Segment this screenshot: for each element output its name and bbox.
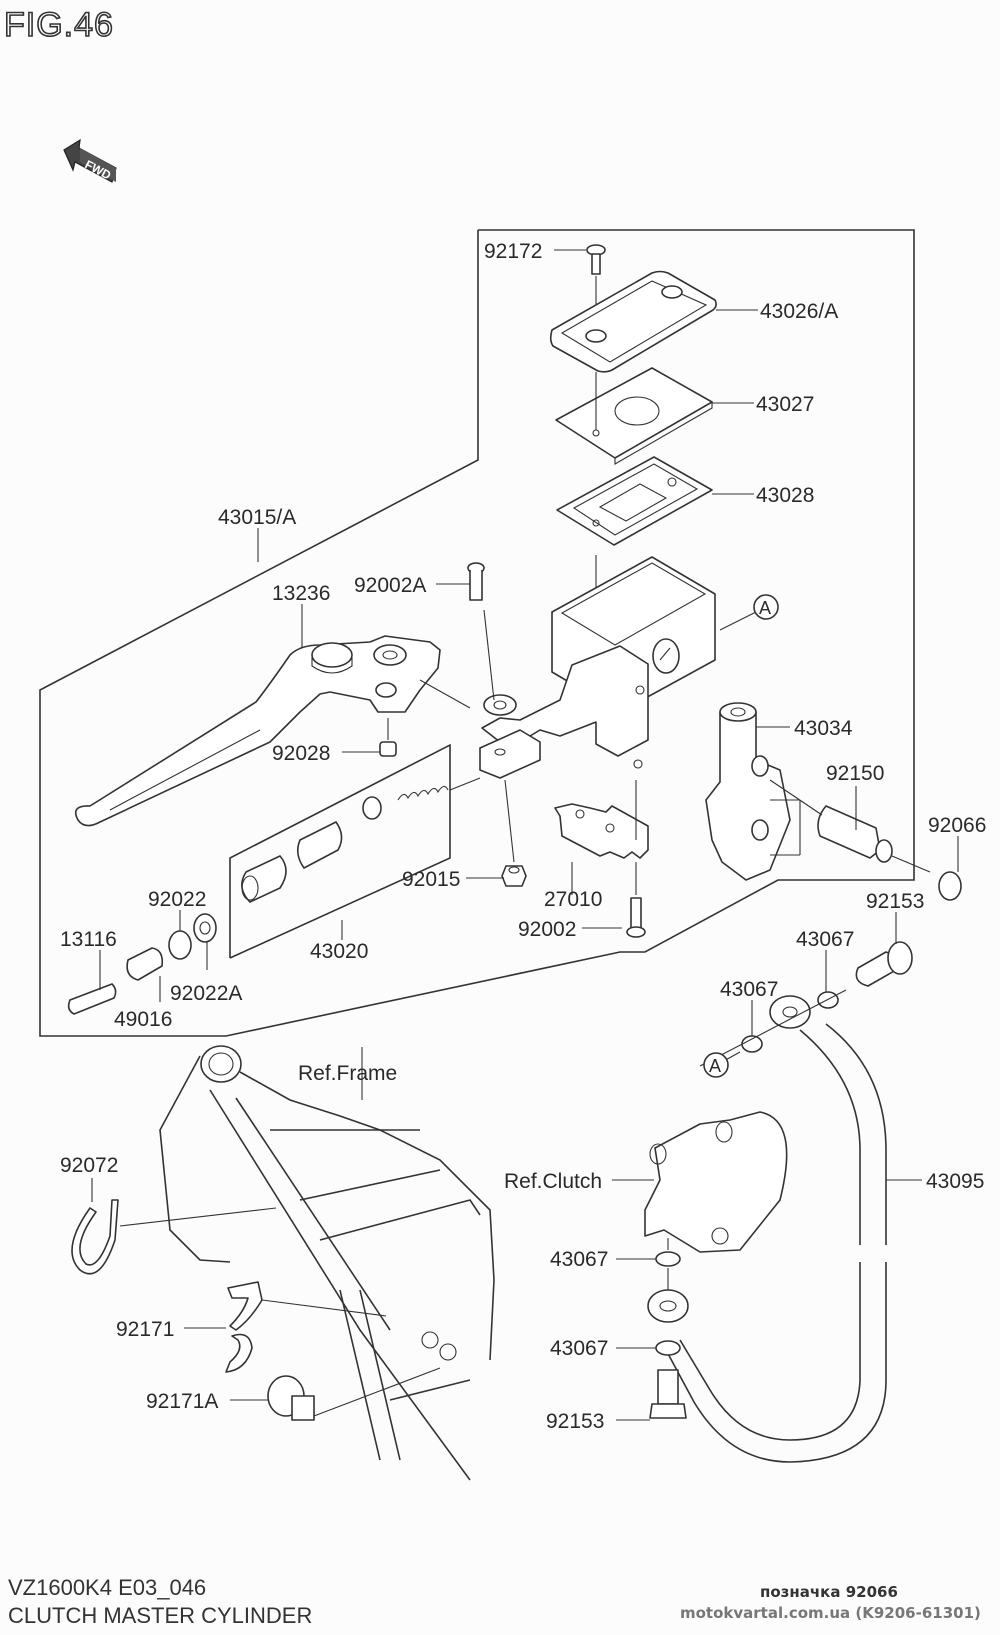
callout-ref-frame: Ref.Frame: [298, 1062, 397, 1085]
callout-92015: 92015: [402, 868, 460, 891]
callout-43067-b: 43067: [720, 978, 778, 1001]
hose-banjo-top: [769, 995, 811, 1029]
pin-92028: [379, 718, 397, 757]
model-code: VZ1600K4 E03_046: [8, 1575, 207, 1600]
clutch-slave-cylinder: [644, 1111, 788, 1253]
callout-92002A: 92002A: [354, 574, 426, 597]
washer-43067-c: [655, 1251, 681, 1267]
callout-43027: 43027: [756, 393, 814, 416]
pivot-bolt-92002A: [467, 562, 495, 701]
kit-outline-43020: [229, 743, 451, 959]
clamp-92072: [71, 1199, 119, 1275]
callout-43028: 43028: [756, 484, 814, 507]
reservoir-cover-43026A: [549, 270, 717, 373]
hose-banjo-bottom: [647, 1289, 689, 1323]
assembly-outline-43015A: [39, 229, 915, 1037]
frame-reference: [159, 1045, 495, 1481]
callout-49016: 49016: [114, 1008, 172, 1031]
callout-92072: 92072: [60, 1154, 118, 1177]
callout-43067-a: 43067: [796, 928, 854, 951]
callout-43067-d: 43067: [550, 1337, 608, 1360]
clamp-holder-43034: [705, 702, 801, 881]
clamp-92171A: [267, 1367, 441, 1421]
callout-13236: 13236: [272, 582, 330, 605]
callout-43020: 43020: [310, 940, 368, 963]
piston-kit-43020: [241, 777, 481, 903]
clutch-switch-27010: [554, 780, 649, 895]
callout-43067-c: 43067: [550, 1248, 608, 1271]
washer-43067-a: [817, 991, 839, 1009]
diaphragm-plate-43027: [555, 367, 713, 465]
clamp-92171: [225, 1281, 387, 1373]
retaining-ring-92022: [168, 930, 192, 960]
banjo-bolt-92153-top: [855, 941, 913, 987]
callout-43034: 43034: [794, 717, 853, 740]
callout-43095: 43095: [926, 1170, 984, 1193]
cap-92066: [938, 871, 962, 901]
screw-92002: [626, 897, 646, 938]
callout-92153-top: 92153: [866, 890, 924, 913]
banjo-bolt-92153-bottom: [649, 1268, 687, 1419]
callout-92028: 92028: [272, 742, 330, 765]
reference-marker-a-top: A: [753, 594, 779, 620]
callout-92172: 92172: [484, 240, 542, 263]
clutch-lever-13236: [74, 635, 471, 827]
washer-92022A: [193, 913, 217, 943]
callout-43015A: 43015/A: [218, 506, 296, 529]
push-rod-13116: [67, 983, 117, 1015]
callout-ref-clutch: Ref.Clutch: [504, 1170, 602, 1193]
clamp-bolt-92150: [769, 779, 931, 873]
callout-92150: 92150: [826, 762, 884, 785]
callout-27010: 27010: [544, 888, 602, 911]
reference-marker-a-bottom: A: [703, 1052, 729, 1078]
callout-92002: 92002: [518, 918, 576, 941]
callout-92171: 92171: [116, 1318, 174, 1341]
master-cylinder-body: [479, 556, 716, 779]
section-name: CLUTCH MASTER CYLINDER: [8, 1603, 313, 1628]
clutch-hose-43095: [665, 1023, 887, 1463]
figure-title: FIG.46: [4, 6, 114, 44]
callout-92022: 92022: [148, 888, 206, 911]
forward-arrow-icon: FWD: [63, 138, 117, 183]
watermark-site: motokvartal.com.ua (K9206-61301): [680, 1604, 981, 1622]
washer-43067-d: [655, 1340, 681, 1356]
nut-92015: [501, 779, 527, 887]
callout-92153-bottom: 92153: [546, 1410, 604, 1433]
leader-lines: [91, 249, 959, 1421]
callout-43026A: 43026/A: [760, 300, 838, 323]
callout-92066: 92066: [928, 814, 986, 837]
callout-92022A: 92022A: [170, 982, 242, 1005]
callout-13116: 13116: [60, 928, 117, 951]
boot-49016: [126, 947, 164, 981]
svg-text:A: A: [759, 598, 771, 618]
callout-92171A: 92171A: [146, 1390, 218, 1413]
svg-text:A: A: [709, 1056, 721, 1076]
watermark-designation: позначка 92066: [760, 1583, 898, 1601]
